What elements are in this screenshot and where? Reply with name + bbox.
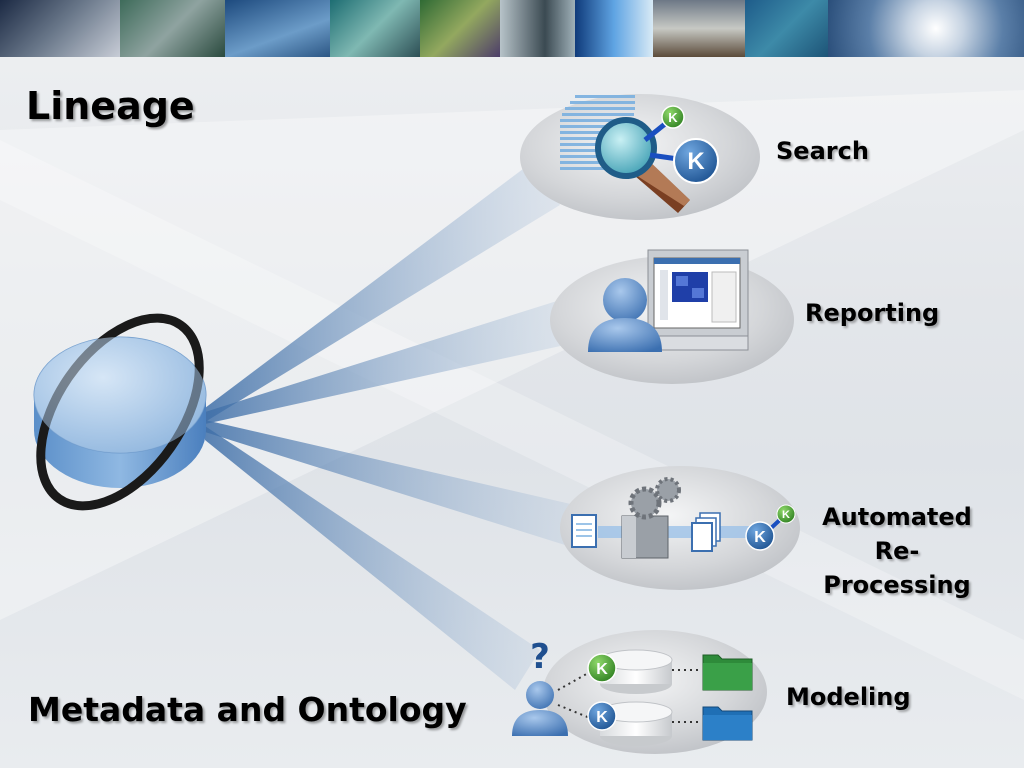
banner-image-satellite [0,0,120,57]
question-mark: ? [530,637,550,677]
badge-letter: K [754,529,766,546]
label-search: Search [776,134,869,168]
badge-letter: K [668,110,678,125]
label-line: Re-Processing [823,537,971,599]
banner-image-pipes [653,0,745,57]
label-line: Modeling [786,683,911,711]
gear-document-pipeline-icon: K K [571,477,796,559]
reprocessing-node: K K [560,466,800,590]
badge-letter: K [782,509,790,521]
banner-image-aerial-map [120,0,225,57]
banner-image-islands [745,0,828,57]
reporting-node [550,249,794,384]
badge-letter: K [687,148,705,175]
user-computer-icon [588,249,749,352]
banner-image-hurricane [828,0,1024,57]
label-reporting: Reporting [805,296,939,330]
label-line: Reporting [805,299,940,327]
banner-image-jet [225,0,330,57]
badge-letter: K [596,709,608,726]
connection-beams [205,160,575,690]
banner-image-dna [575,0,653,57]
slide-subtitle: Metadata and Ontology [28,690,467,729]
header-banner [0,0,1024,57]
label-automated-reprocessing: Automated Re-Processing [802,500,992,602]
label-line: Automated [822,503,972,531]
slide-title: Lineage [26,84,195,128]
banner-image-silhouette [500,0,575,57]
label-line: Search [776,137,869,165]
search-node: K K [520,94,760,220]
database-ring-icon [33,313,207,511]
label-modeling: Modeling [786,680,911,714]
magnifier-search-icon: K K [560,95,719,213]
banner-image-terrain [420,0,500,57]
badge-letter: K [596,661,608,678]
modeling-node: ? K K [512,630,767,754]
banner-image-credit-card [330,0,420,57]
user-question-model-icon: ? K K [512,637,753,746]
